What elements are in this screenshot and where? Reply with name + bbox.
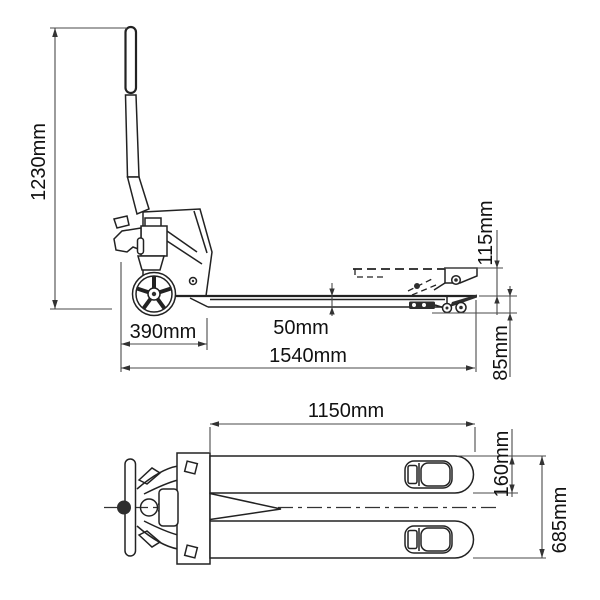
dim-head-length: 390mm [120,262,208,372]
dim-label-overall-width: 685mm [549,487,571,554]
yoke-arm-lower [136,525,179,550]
axle-block [407,464,418,485]
wheel-spokes [136,276,172,310]
lever-hook [113,215,130,229]
arrowhead [494,296,500,304]
fork-upper [209,455,475,494]
dim-label-overall-length: 1540mm [269,345,347,367]
arrowhead [507,313,513,321]
arrowhead [539,549,545,558]
dim-label-fork-width: 160mm [491,431,513,498]
wheel-yoke [137,255,165,271]
raised-linkage-dashed-1 [407,278,433,292]
dim-overall-width: 685mm [473,456,571,559]
arrowhead [509,484,515,493]
carriage-bolt-hole [188,276,198,286]
dim-label-lift-travel: 115mm [475,200,497,265]
pump-slot [136,237,145,255]
arrowhead [198,341,207,347]
release-rod-lower [166,240,203,265]
pallet-truck-top [117,452,475,565]
dim-overall-length: 1540mm [121,300,477,372]
raised-fork-heel-dashed [354,269,385,278]
dim-fork-width: 160mm [457,429,546,497]
arrowhead [509,456,515,465]
wheel-body [420,527,451,552]
arrowhead [210,421,219,427]
center-wedge [209,492,282,521]
arrowhead [121,365,130,371]
carriage-bolt-dot [191,279,195,283]
dim-label-head-length: 390mm [130,321,197,343]
dim-label-lowered-height: 85mm [490,325,512,381]
arrowhead [329,307,335,315]
pump-housing-top [158,488,179,527]
pallet-truck-side [113,25,477,317]
yoke-arm-upper [136,465,179,490]
roller-bogie [409,301,435,309]
fork-side [176,294,477,314]
clamp-lower [137,530,162,548]
bolt-hole-lower [183,544,199,559]
raised-fork-tip [444,267,478,284]
handle-mid-section [124,94,140,178]
raised-tip-link [433,282,446,291]
top-view: 1150mm 160mm 685mm [104,400,571,565]
arrowhead [494,260,500,268]
arrowhead [52,28,58,37]
clamp-upper [137,467,162,485]
steer-bearing [139,498,159,517]
wheel-rim-inner [135,275,173,313]
raised-fork-dashed-outline [353,267,478,296]
dim-fork-thickness: 50mm [273,283,335,339]
dim-fork-length: 1150mm [209,400,476,452]
bogie-link [434,304,444,309]
release-rod-upper [166,230,198,253]
wheel-opening [404,460,453,489]
fork-heel-line [189,297,209,308]
arrowhead [507,289,513,297]
arrowhead [121,341,130,347]
bolt-hole-upper [183,460,199,475]
arrowhead [539,456,545,465]
load-wheel-lower [404,525,453,554]
load-roller-front-dot [459,305,463,310]
steer-wheel [131,271,177,317]
axle-block [407,529,418,550]
wheel-hub-dot [151,291,157,297]
steer-hub-top [117,500,131,515]
dim-label-handle-height: 1230mm [28,123,50,201]
wheel-opening [404,525,453,554]
wheel-body [420,462,451,487]
dim-label-fork-length: 1150mm [308,400,384,422]
raised-linkage-dashed-2 [411,284,437,296]
arrowhead [329,288,335,296]
load-wheel-upper [404,460,453,489]
handle-lower-arm [126,176,150,216]
dim-handle-height: 1230mm [28,27,127,310]
handle-bar [124,25,138,95]
bogie-pin-2 [422,303,426,307]
tie-rod-lower [143,520,179,536]
bogie-pin-1 [412,303,416,307]
raised-roller-dot [454,278,458,282]
arrowhead [466,421,475,427]
side-view: 1230mm 390mm 50mm 1540mm [28,25,517,381]
raised-linkage-pivot [414,283,420,289]
pump-block [140,225,168,257]
carriage-inner-edge [193,210,208,254]
tie-rod-upper [143,479,179,495]
dim-lift-travel: 115mm [444,200,517,315]
load-roller-rear-dot [445,306,449,310]
arrowhead [466,365,475,371]
arrowhead [52,300,58,309]
fork-lower [209,520,475,559]
dim-label-fork-thickness: 50mm [273,317,329,339]
dim-lowered-height: 85mm [432,286,517,381]
